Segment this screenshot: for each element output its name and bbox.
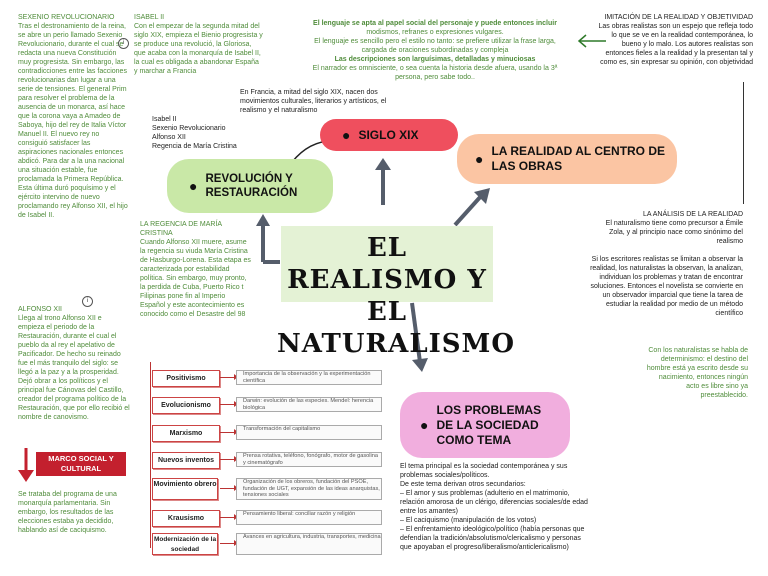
arrow-icon	[220, 429, 238, 435]
lenguaje-line-4: cargada de oraciones subordinadas y comp…	[361, 47, 509, 54]
bullet-icon: ●	[342, 127, 351, 143]
row-desc: Darwin: evolución de las especies. Mende…	[236, 397, 382, 412]
analisis-title: LA ANÁLISIS DE LA REALIDAD	[643, 211, 743, 218]
regencia-block: LA REGENCIA DE MARÍA CRISTINA Cuando Alf…	[140, 220, 252, 319]
title-line-2: EL NATURALISMO	[277, 297, 515, 359]
isabel-body: Con el empezar de la segunda mitad del s…	[134, 23, 263, 75]
title-line-1: EL REALISMO Y	[287, 233, 487, 295]
row-desc: Organización de los obreros, fundación d…	[236, 478, 382, 500]
row-label: Evolucionismo	[152, 397, 220, 414]
lenguaje-line-2: modismos, refranes o expresiones vulgare…	[366, 29, 504, 36]
imitacion-block: IMITACIÓN DE LA REALIDAD Y OBJETIVIDAD L…	[598, 13, 754, 67]
bullet-icon: ●	[189, 178, 198, 194]
table-spine	[150, 362, 151, 548]
pill-realidad-centro[interactable]: ● LA REALIDAD AL CENTRO DE LAS OBRAS	[457, 134, 677, 184]
alfonso-body: Llega al trono Alfonso XII e empieza el …	[18, 315, 130, 421]
revolucion-list: Isabel II Sexenio Revolucionario Alfonso…	[152, 115, 262, 151]
row-label: Movimiento obrero	[152, 478, 218, 500]
table-row: Krausismo Pensamiento liberal: conciliar…	[152, 510, 384, 527]
bullet-icon: ●	[420, 416, 429, 433]
problemas-item: – El caciquismo (manipulación de los vot…	[400, 517, 537, 524]
arrow-icon	[220, 401, 238, 407]
pill-label: LA REALIDAD AL CENTRO DE LAS OBRAS	[491, 144, 666, 173]
revolucion-item: Regencia de María Cristina	[152, 143, 237, 150]
revolucion-item: Isabel II	[152, 116, 177, 123]
alfonso-block: ALFONSO XII Llega al trono Alfonso XII e…	[18, 305, 130, 422]
lenguaje-line-7: persona, pero sabe todo..	[395, 74, 475, 81]
isabel-block: ISABEL II Con el empezar de la segunda m…	[134, 13, 264, 76]
revolucion-item: Alfonso XII	[152, 134, 186, 141]
row-label: Krausismo	[152, 510, 220, 527]
arrow-icon	[220, 485, 238, 491]
pill-siglo-xix[interactable]: ● SIGLO XIX	[320, 119, 458, 151]
vertical-divider	[743, 82, 744, 204]
info-icon[interactable]: i	[82, 296, 93, 307]
analisis-body-2: Si los escritores realistas se limitan a…	[590, 256, 743, 317]
lenguaje-line-6: El narrador es omnisciente, o sea cuenta…	[312, 65, 558, 72]
analisis-block: LA ANÁLISIS DE LA REALIDAD El naturalism…	[590, 210, 743, 318]
arrow-icon	[220, 456, 238, 462]
determinismo-note: Con los naturalistas se habla de determi…	[646, 347, 748, 399]
pill-label: REVOLUCIÓN Y RESTAURACIÓN	[205, 173, 298, 199]
sexenio-block: SEXENIO REVOLUCIONARIO Tras el destronam…	[18, 13, 130, 220]
row-label: Positivismo	[152, 370, 220, 387]
problemas-text: El tema principal es la sociedad contemp…	[400, 462, 590, 552]
pill-label: SIGLO XIX	[358, 128, 419, 142]
isabel-title: ISABEL II	[134, 14, 165, 21]
imitacion-title: IMITACIÓN DE LA REALIDAD Y OBJETIVIDAD	[604, 14, 753, 21]
arrow-icon	[220, 374, 238, 380]
row-label: Nuevos inventos	[152, 452, 220, 469]
row-desc: Importancia de la observación y la exper…	[236, 370, 382, 385]
red-down-arrow-icon	[18, 448, 34, 482]
caciquismo-note: Se trataba del programa de una monarquía…	[18, 491, 117, 534]
row-desc: Prensa rotativa, teléfono, fonógrafo, mo…	[236, 452, 382, 467]
pill-label: LOS PROBLEMAS DE LA SOCIEDAD COMO TEMA	[436, 402, 542, 447]
sexenio-body: Tras el destronamiento de la reina, se a…	[18, 23, 128, 219]
table-row: Evolucionismo Darwin: evolución de las e…	[152, 397, 384, 414]
row-desc: Pensamiento liberal: conciliar razón y r…	[236, 510, 382, 525]
sexenio-title: SEXENIO REVOLUCIONARIO	[18, 14, 115, 21]
arrow-icon	[220, 514, 238, 520]
table-row: Nuevos inventos Prensa rotativa, teléfon…	[152, 452, 384, 469]
lenguaje-line-3: El lenguaje es sencillo pero el estilo n…	[314, 38, 556, 45]
regencia-body: Cuando Alfonso XII muere, asume la regen…	[140, 239, 251, 318]
regencia-title: LA REGENCIA DE MARÍA CRISTINA	[140, 221, 222, 237]
siglo-note: En Francia, a mitad del siglo XIX, nacen…	[240, 89, 387, 114]
analisis-body-1: El naturalismo tiene como precursor a Ém…	[605, 220, 743, 245]
problemas-item: – El enfrentamiento ideológico/político …	[400, 526, 585, 551]
lenguaje-block: El lenguaje se apta al papel social del …	[290, 19, 580, 82]
table-row: Positivismo Importancia de la observació…	[152, 370, 384, 387]
problemas-item: – El amor y sus problemas (adulterio en …	[400, 490, 588, 515]
pill-revolucion-restauracion[interactable]: ● REVOLUCIÓN Y RESTAURACIÓN	[167, 159, 333, 213]
arrow-icon	[220, 540, 238, 546]
row-label: Marxismo	[152, 425, 220, 442]
left-arrow-icon	[577, 34, 606, 48]
lenguaje-line-5: Las descripciones son larguísimas, detal…	[334, 56, 536, 63]
row-desc: Avances en agricultura, industria, trans…	[236, 533, 382, 555]
info-icon[interactable]: i	[118, 38, 129, 49]
row-label: Modernización de la sociedad	[152, 533, 218, 555]
marco-social-label: MARCO SOCIAL Y CULTURAL	[36, 452, 126, 476]
imitacion-body: Las obras realistas son un espejo que re…	[598, 23, 754, 66]
revolucion-item: Sexenio Revolucionario	[152, 125, 226, 132]
main-title: EL REALISMO Y EL NATURALISMO	[277, 232, 515, 360]
alfonso-title: ALFONSO XII	[18, 306, 62, 313]
problemas-intro: El tema principal es la sociedad contemp…	[400, 463, 568, 479]
table-row: Movimiento obrero Organización de los ob…	[152, 478, 384, 502]
lenguaje-line-1: El lenguaje se apta al papel social del …	[313, 20, 557, 27]
table-row: Marxismo Transformación del capitalismo	[152, 425, 384, 442]
marco-table	[132, 362, 390, 558]
bullet-icon: ●	[475, 150, 484, 167]
row-desc: Transformación del capitalismo	[236, 425, 382, 440]
pill-problemas-sociedad[interactable]: ● LOS PROBLEMAS DE LA SOCIEDAD COMO TEMA	[400, 392, 570, 458]
problemas-intro-2: De este tema derivan otros secundarios:	[400, 481, 526, 488]
table-row: Modernización de la sociedad Avances en …	[152, 533, 384, 557]
title-background	[281, 226, 493, 302]
